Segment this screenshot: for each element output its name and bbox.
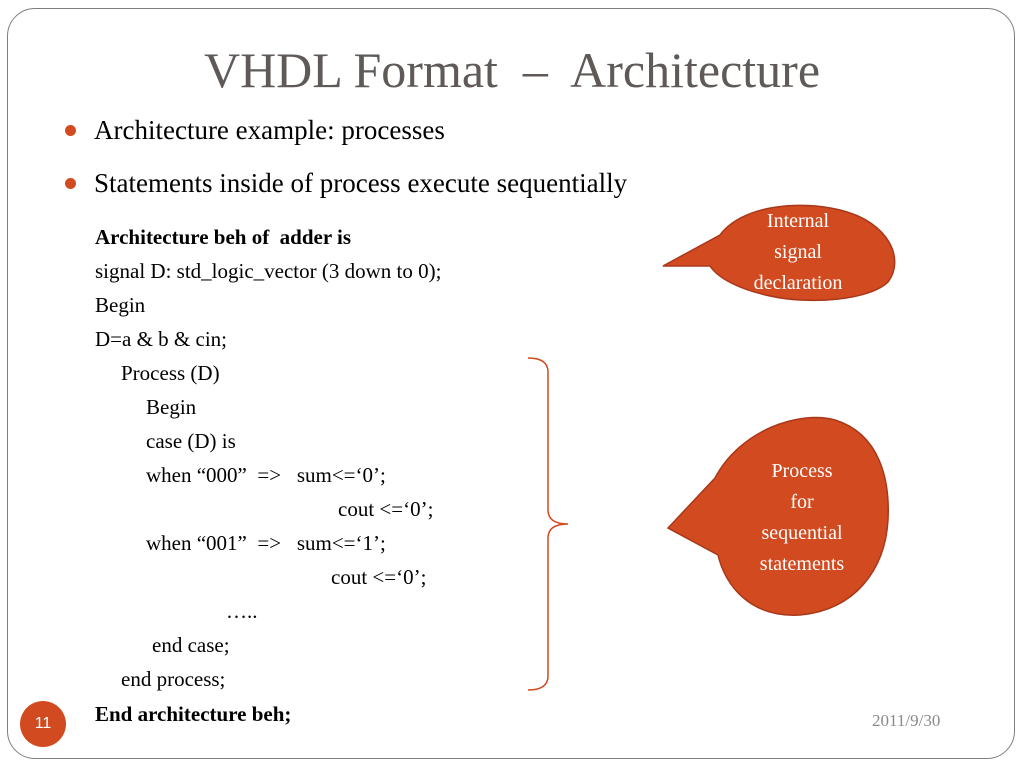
- callout-line: sequential: [761, 522, 843, 544]
- page-number-badge: 11: [20, 701, 66, 747]
- code-line: Begin: [146, 395, 197, 419]
- right-brace-icon: [527, 357, 569, 691]
- code-line: case (D) is: [146, 429, 236, 453]
- code-line: when “000” => sum<=‘0’;: [146, 463, 386, 487]
- code-line: Architecture beh of adder is: [95, 225, 352, 249]
- speech-bubble-process: [666, 416, 889, 616]
- bullet-dot-icon: [65, 125, 76, 136]
- code-line: End architecture beh;: [95, 702, 292, 726]
- slide-title: VHDL Format – Architecture: [203, 42, 821, 98]
- slide-date: 2011/9/30: [872, 711, 941, 730]
- code-line: signal D: std_logic_vector (3 down to 0)…: [95, 259, 442, 283]
- code-line: D=a & b & cin;: [95, 327, 227, 351]
- bullet-dot-icon: [65, 178, 76, 189]
- callout-line: statements: [759, 553, 845, 575]
- code-line: end process;: [121, 667, 226, 691]
- speech-bubble-internal-signal: [662, 204, 896, 302]
- callout-line: declaration: [753, 272, 843, 294]
- callout-line: Internal: [766, 210, 830, 232]
- code-line: cout <=‘0’;: [331, 565, 427, 589]
- code-line: end case;: [152, 633, 230, 657]
- code-line: Begin: [95, 293, 146, 317]
- process-callout-text: Process for sequential statements: [742, 456, 862, 580]
- bullet-text: Architecture example: processes: [94, 115, 445, 145]
- code-line: Process (D): [121, 361, 220, 385]
- code-line: …..: [226, 599, 258, 623]
- code-line: when “001” => sum<=‘1’;: [146, 531, 386, 555]
- slide-frame: [7, 8, 1015, 759]
- internal-signal-callout-text: Internal signal declaration: [738, 206, 858, 299]
- bullet-item: Architecture example: processes: [65, 114, 445, 146]
- callout-line: for: [790, 491, 814, 513]
- bullet-text: Statements inside of process execute seq…: [94, 168, 628, 198]
- bullet-item: Statements inside of process execute seq…: [65, 167, 628, 199]
- code-line: cout <=‘0’;: [338, 497, 434, 521]
- callout-line: signal: [774, 241, 822, 263]
- callout-line: Process: [771, 460, 833, 482]
